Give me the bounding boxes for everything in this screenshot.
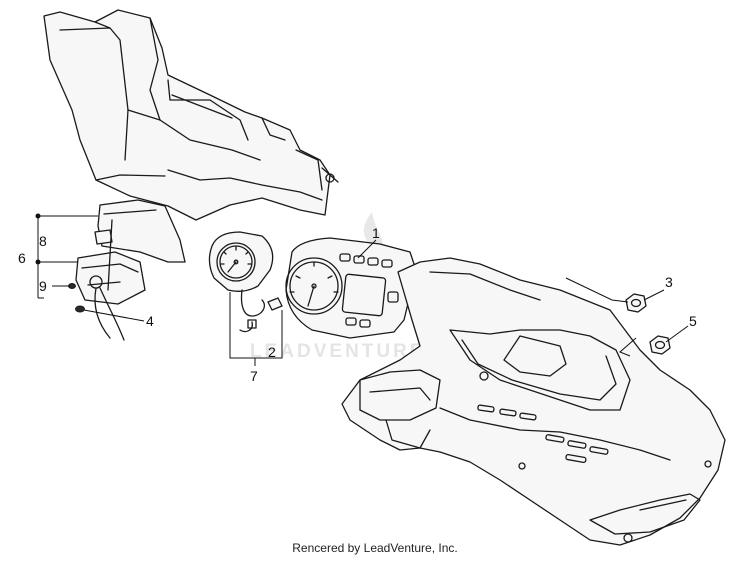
gauge-tick-marks: [220, 246, 252, 265]
hex-nut-upper: [625, 293, 647, 313]
callout-3: 3: [665, 274, 673, 290]
footer-credit: Rencered by LeadVenture, Inc.: [292, 541, 458, 555]
lower-switch-housing: [75, 251, 146, 305]
hex-nut-lower: [649, 335, 671, 355]
callout-9: 9: [39, 278, 47, 294]
callout-8: 8: [39, 233, 47, 249]
callout-6: 6: [18, 250, 26, 266]
handlebar-upper-cover: [43, 9, 339, 221]
vent-slots: [477, 404, 609, 464]
watermark-text: LEADVENTURE: [250, 341, 426, 362]
lcd-display: [341, 273, 387, 317]
callout-2: 2: [268, 344, 276, 360]
instrument-cluster: [285, 237, 417, 339]
callout-1: 1: [372, 225, 380, 241]
callout-4: 4: [146, 313, 154, 329]
callout-5: 5: [689, 313, 697, 329]
switch-housing-assembly: [68, 199, 186, 341]
indicator-lights: [339, 253, 399, 328]
callout-7: 7: [250, 368, 258, 384]
bulb-socket: [267, 297, 283, 311]
screw: [75, 305, 85, 313]
switch-label-plate: [94, 229, 113, 245]
leader-lines: [35, 213, 689, 366]
handlebar-lower-cover: [341, 257, 726, 546]
small-gauge-assembly: [208, 231, 283, 333]
